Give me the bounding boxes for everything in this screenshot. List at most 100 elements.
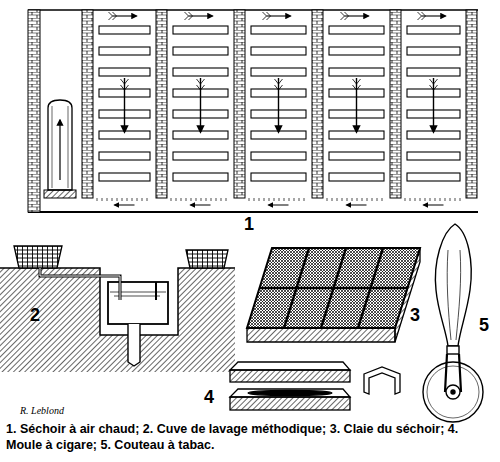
knife-blade — [423, 362, 483, 422]
grate-bar — [186, 198, 187, 201]
grate-bar — [294, 198, 295, 201]
mould-lid-front — [230, 370, 350, 382]
descending-air-arrow — [124, 78, 125, 132]
drying-shelves — [99, 26, 460, 181]
arrow-feathers — [275, 79, 283, 90]
descending-air-arrow — [433, 78, 434, 132]
grate-bar — [460, 198, 461, 201]
shelf — [99, 152, 150, 160]
cigar-groove — [248, 390, 332, 395]
grate-bar — [347, 198, 348, 201]
descending-air-arrow — [278, 78, 279, 132]
arrow-feathers — [121, 79, 129, 90]
cigar-mould — [230, 362, 400, 410]
feed-pipe-bore — [40, 268, 120, 300]
callout-number: 5 — [479, 316, 489, 334]
grate-bar — [274, 198, 275, 201]
shelf — [407, 173, 460, 181]
return-air-arrow — [191, 205, 211, 206]
washing-vat — [0, 246, 235, 372]
tray-front — [247, 328, 395, 342]
descending-air-arrow — [200, 78, 201, 132]
shelf — [251, 173, 306, 181]
brick-pillar — [312, 10, 323, 198]
return-air-arrow — [115, 205, 135, 206]
shelf — [99, 173, 150, 181]
grate-bar — [259, 198, 260, 201]
shelf — [173, 68, 228, 76]
grate-bar — [289, 198, 290, 201]
grate-bar — [206, 198, 207, 201]
grate-bar — [435, 198, 436, 201]
callout-number: 4 — [204, 388, 214, 406]
ground-section — [0, 268, 235, 372]
grate-bar — [450, 198, 451, 201]
grate-bar — [201, 198, 202, 201]
mould-lid-top — [230, 362, 350, 370]
return-air-arrow — [424, 205, 444, 206]
grate-bar — [171, 198, 172, 201]
shelf — [407, 131, 460, 139]
shelf — [407, 47, 460, 55]
grate-bar — [420, 198, 421, 201]
mould-base-front — [230, 397, 350, 410]
grate-bar — [147, 198, 148, 201]
grate-bar — [264, 198, 265, 201]
grate-bar — [97, 198, 98, 201]
shelf — [407, 152, 460, 160]
floor-line — [28, 211, 478, 213]
grate-bar — [142, 198, 143, 201]
brick-pillar — [390, 10, 401, 198]
grate-bar — [122, 198, 123, 201]
hot-air-dryer — [28, 10, 478, 212]
return-air-arrow — [269, 205, 289, 206]
mould-clip — [364, 367, 400, 394]
basket-right — [186, 250, 228, 268]
basket-left — [14, 246, 62, 268]
grate-bar — [221, 198, 222, 201]
grate-bar — [191, 198, 192, 201]
grate-bar — [279, 198, 280, 201]
grate-bar — [112, 198, 113, 201]
tray-bar — [260, 287, 408, 289]
brick-pillars — [82, 10, 477, 198]
shelf — [251, 152, 306, 160]
grate-bar — [196, 198, 197, 201]
knife-ferrule — [447, 346, 459, 354]
arrow-feathers — [430, 79, 438, 90]
grate-bar — [377, 198, 378, 201]
grate-bar — [445, 198, 446, 201]
grate-bar — [342, 198, 343, 201]
arrow-feathers — [353, 79, 361, 90]
knife-axle — [451, 390, 455, 394]
grate-bar — [337, 198, 338, 201]
heater-column — [44, 100, 76, 198]
shelf — [407, 68, 460, 76]
shelf — [251, 68, 306, 76]
figure-caption: 1. Séchoir à air chaud; 2. Cuve de lavag… — [6, 421, 494, 454]
brick-pillar — [82, 10, 93, 198]
grate-bar — [269, 198, 270, 201]
grate-bar — [362, 198, 363, 201]
grate-bar — [405, 198, 406, 201]
grate-bar — [102, 198, 103, 201]
grate-bar — [176, 198, 177, 201]
shelf — [329, 173, 384, 181]
shelf — [329, 26, 384, 34]
return-air-arrow — [347, 205, 367, 206]
shelf — [329, 131, 384, 139]
grate-bar — [254, 198, 255, 201]
shelf — [173, 173, 228, 181]
ground-line — [0, 268, 235, 335]
grate-bar — [132, 198, 133, 201]
grate-bar — [410, 198, 411, 201]
grate-bar — [440, 198, 441, 201]
grate-bar — [332, 198, 333, 201]
grate-bar — [430, 198, 431, 201]
grate-bar — [382, 198, 383, 201]
callout-number: 2 — [30, 306, 40, 324]
chimney-wall — [28, 10, 40, 212]
grate-bar — [211, 198, 212, 201]
callout-number: 1 — [244, 215, 254, 233]
